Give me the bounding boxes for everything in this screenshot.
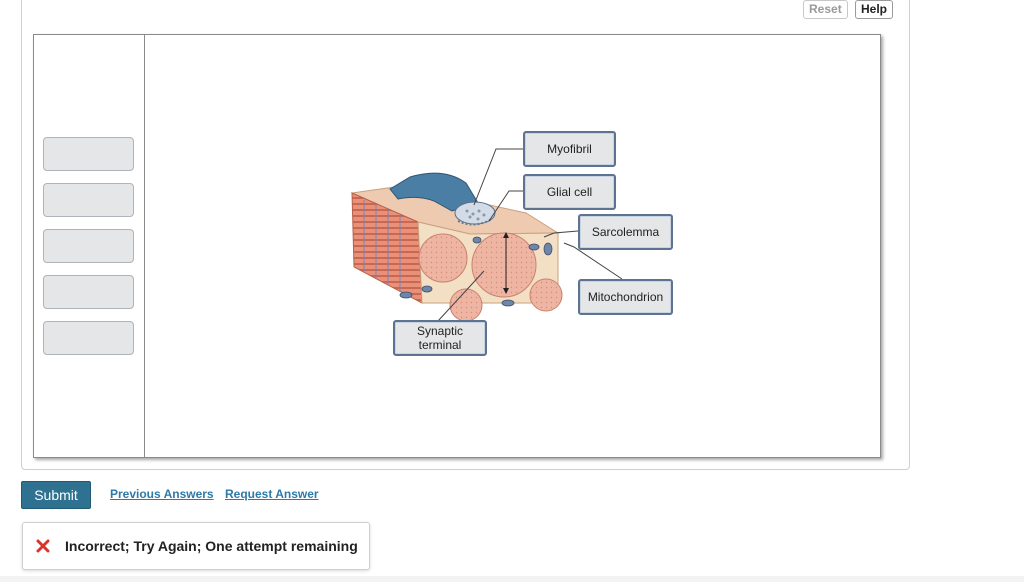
feedback-message: Incorrect; Try Again; One attempt remain…	[22, 522, 370, 570]
previous-answers-link[interactable]: Previous Answers	[110, 487, 214, 501]
label-bank	[34, 35, 145, 457]
x-icon	[36, 539, 50, 553]
reset-button[interactable]: Reset	[803, 0, 848, 19]
label-mitochondrion[interactable]: Mitochondrion	[578, 279, 673, 315]
muscle-tissue-illustration	[350, 172, 563, 322]
bank-slot-1[interactable]	[43, 137, 134, 171]
bank-slot-3[interactable]	[43, 229, 134, 263]
request-answer-link[interactable]: Request Answer	[225, 487, 319, 501]
bank-slot-2[interactable]	[43, 183, 134, 217]
leader-lines	[437, 148, 623, 322]
label-glial-cell[interactable]: Glial cell	[523, 174, 616, 210]
label-myofibril[interactable]: Myofibril	[523, 131, 616, 167]
neuromuscular-junction-diagram	[350, 148, 623, 322]
feedback-text: Incorrect; Try Again; One attempt remain…	[65, 538, 358, 554]
label-sarcolemma[interactable]: Sarcolemma	[578, 214, 673, 250]
bank-slot-4[interactable]	[43, 275, 134, 309]
submit-button[interactable]: Submit	[21, 481, 91, 509]
labeling-workspace: Myofibril Glial cell Sarcolemma Mitochon…	[33, 34, 881, 458]
bottom-strip	[0, 576, 1024, 582]
help-button[interactable]: Help	[855, 0, 894, 19]
bank-slot-5[interactable]	[43, 321, 134, 355]
label-synaptic-terminal[interactable]: Synaptic terminal	[393, 320, 487, 356]
